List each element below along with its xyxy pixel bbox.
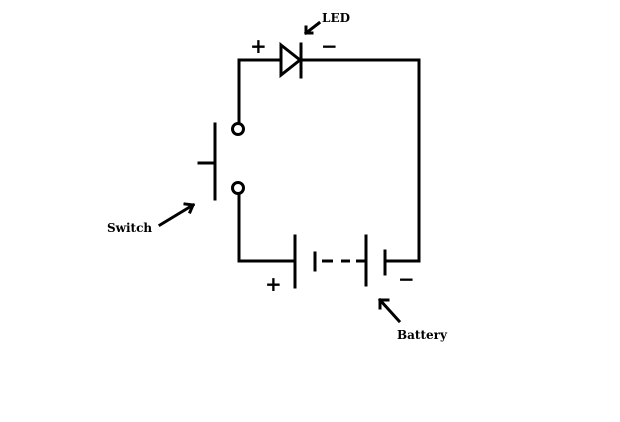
led-label: LED (322, 11, 350, 25)
led-minus-sign: − (321, 34, 338, 58)
battery-minus-sign: − (398, 267, 415, 291)
battery-label: Battery (397, 328, 448, 342)
led-symbol (279, 41, 303, 79)
switch-symbol (197, 122, 245, 201)
wire-left-bottom (237, 192, 296, 263)
battery-plus-sign: + (265, 272, 282, 296)
wire-right (385, 58, 421, 263)
switch-label: Switch (107, 221, 152, 235)
arrow-icon-led (303, 20, 322, 36)
arrow-icon-switch (157, 202, 196, 228)
led-plus-sign: + (250, 34, 267, 58)
battery-symbol (293, 234, 387, 289)
arrow-icon-battery (377, 297, 402, 324)
